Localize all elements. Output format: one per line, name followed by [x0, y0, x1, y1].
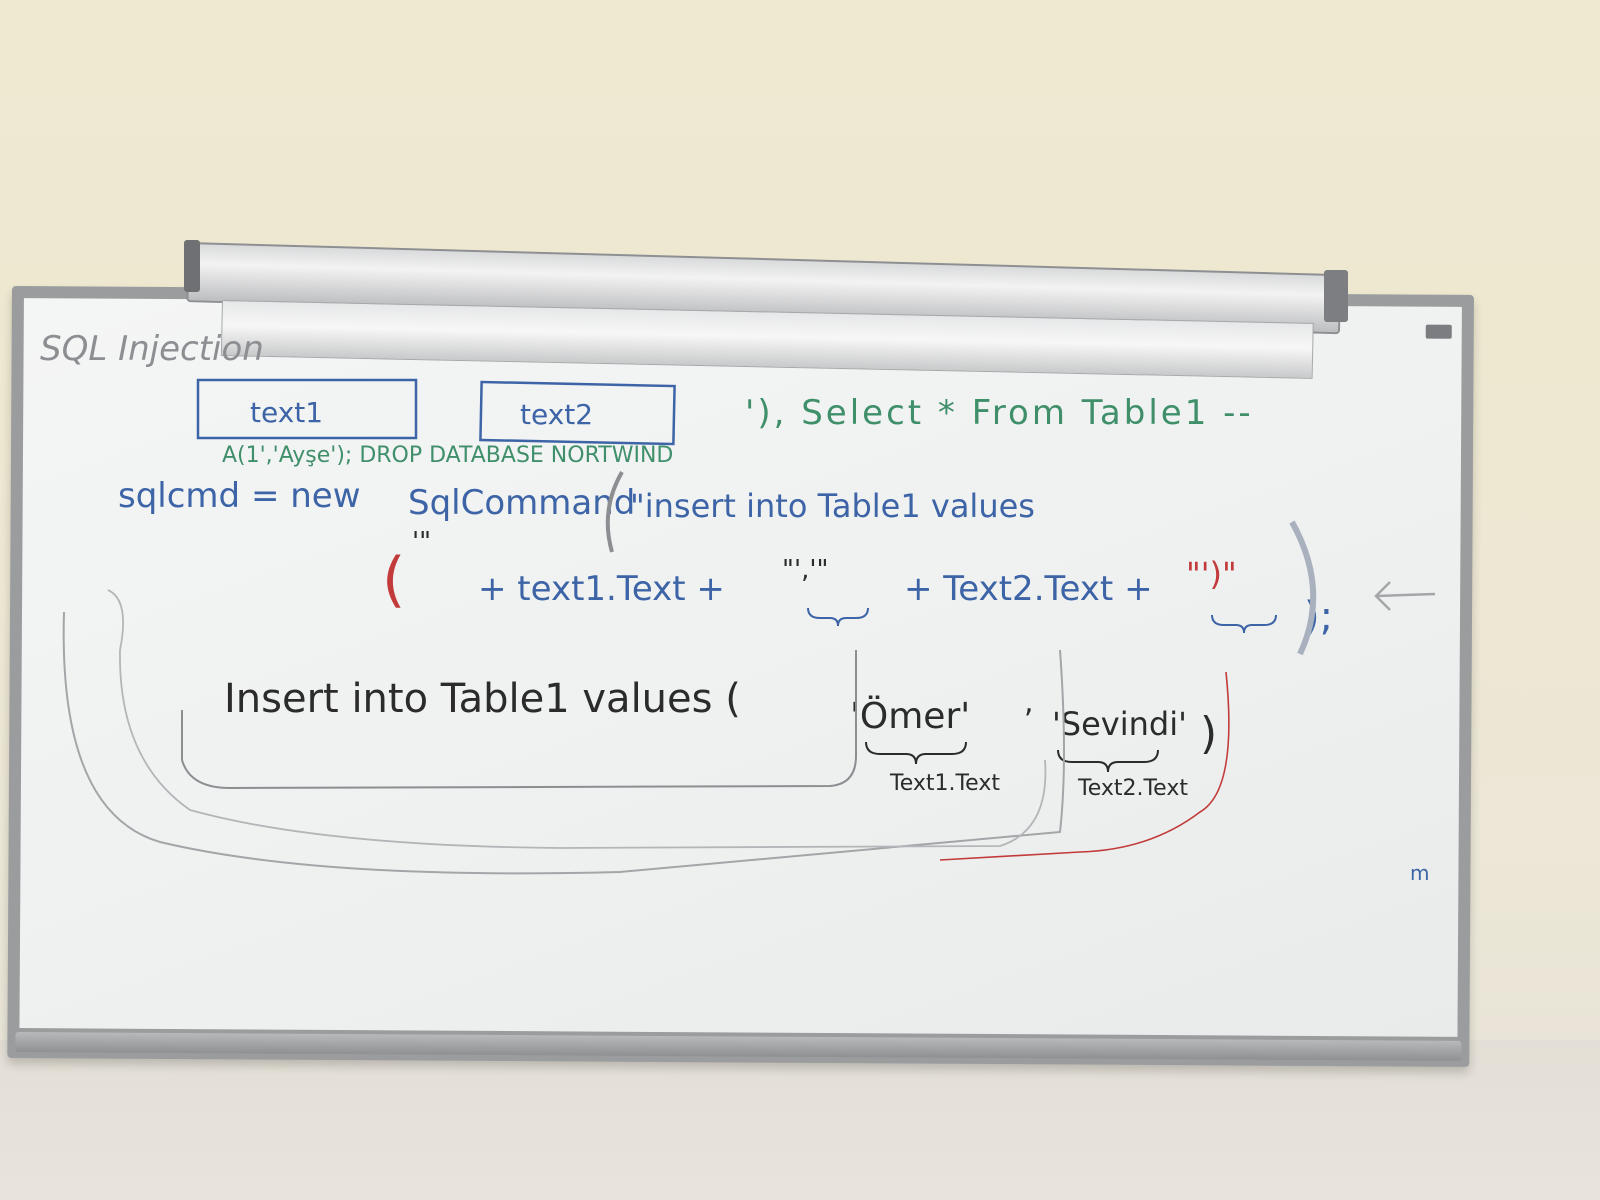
code-line2-separator: "','" [782, 555, 828, 585]
code-line2-quote1: '" [412, 527, 431, 557]
text1-box-label: text1 [250, 396, 323, 429]
result-value2: 'Sevindi' [1052, 705, 1187, 743]
wall-lower [0, 1040, 1600, 1200]
code-line1-string: "insert into Table1 values [630, 487, 1035, 525]
arrow-line2 [1374, 581, 1436, 611]
label-text2-text: Text2.Text [1077, 776, 1188, 801]
housing-end-cap-right [1324, 270, 1348, 322]
result-value1: 'Ömer' [850, 695, 970, 737]
housing-end-cap-left [184, 240, 200, 292]
injected-suffix: '), Select * From Table1 -- [745, 393, 1254, 433]
code-line2-part2: + Text2.Text + [904, 569, 1153, 609]
heading-sql-injection: SQL Injection [40, 329, 264, 369]
outer-grey-curve-2 [107, 589, 1047, 849]
label-text1-text: Text1.Text [889, 771, 1000, 796]
text2-box-label: text2 [520, 398, 593, 431]
corner-signature: m [1410, 861, 1429, 885]
text2-box [479, 380, 676, 446]
brace-under-value1 [865, 741, 967, 765]
result-separator: , [1024, 685, 1034, 720]
projector-screen-housing [184, 240, 1348, 379]
grey-close-paren-line2 [1289, 520, 1317, 656]
code-line2-close: "')" [1186, 555, 1237, 593]
outer-red-curve [939, 671, 1230, 861]
code-line1-call: SqlCommand [408, 483, 635, 523]
grey-bracket-result [181, 650, 857, 790]
code-line2-open-paren: ( [382, 545, 405, 615]
brace-under-separator [807, 607, 869, 627]
text1-box [196, 378, 418, 440]
result-close: ) [1200, 708, 1217, 759]
brace-under-close [1211, 614, 1277, 634]
brace-under-value2 [1057, 749, 1159, 773]
injected-payload: A(1','Ayşe'); DROP DATABASE NORTWIND [222, 443, 673, 468]
code-line2-part1: + text1.Text + [478, 569, 725, 609]
result-line: Insert into Table1 values ( [224, 676, 741, 722]
code-line1-left: sqlcmd = new [118, 476, 361, 516]
outer-grey-curve [62, 611, 1065, 875]
grey-open-paren-line1 [605, 470, 624, 553]
